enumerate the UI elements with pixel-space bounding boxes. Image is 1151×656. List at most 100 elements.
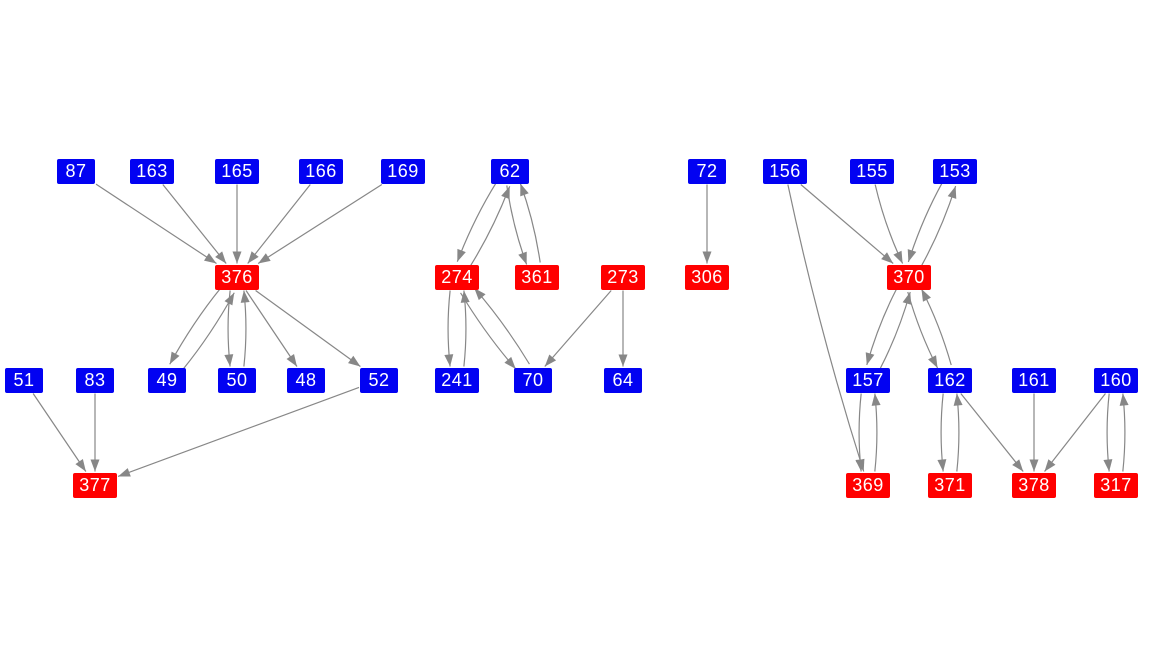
- edge-274-62: [470, 186, 511, 266]
- edge-369-157: [871, 393, 881, 472]
- arrowhead-icon: [457, 248, 466, 262]
- edge-157-369: [855, 393, 865, 472]
- arrowhead-icon: [224, 354, 234, 367]
- graph-node-169: 169: [381, 158, 425, 184]
- graph-node-label: 70: [522, 370, 544, 390]
- arrowhead-icon: [1029, 459, 1039, 472]
- arrowhead-icon: [504, 356, 516, 369]
- arrowhead-icon: [907, 249, 917, 262]
- edge-169-376: [257, 183, 383, 265]
- graph-node-label: 370: [893, 267, 925, 287]
- arrowhead-icon: [1119, 393, 1129, 406]
- edge-161-378: [1029, 393, 1039, 472]
- graph-node-label: 371: [934, 475, 966, 495]
- graph-node-72: 72: [688, 158, 726, 184]
- graph-node-label: 156: [769, 161, 801, 181]
- arrowhead-icon: [544, 354, 557, 367]
- edge-163-376: [162, 184, 227, 264]
- graph-node-370: 370: [887, 264, 931, 290]
- edge-87-376: [95, 183, 217, 265]
- graph-node-label: 241: [441, 370, 473, 390]
- graph-node-155: 155: [850, 158, 894, 184]
- graph-node-378: 378: [1012, 472, 1056, 498]
- graph-node-165: 165: [215, 158, 259, 184]
- edge-317-160: [1119, 393, 1129, 472]
- edge-376-49: [169, 287, 222, 365]
- graph-node-153: 153: [933, 158, 977, 184]
- arrowhead-icon: [1103, 459, 1113, 472]
- graph-node-label: 166: [305, 161, 337, 181]
- edge-273-70: [544, 290, 612, 367]
- edge-370-153: [921, 185, 957, 266]
- edge-62-274: [456, 182, 497, 262]
- graph-node-label: 274: [441, 267, 473, 287]
- graph-node-label: 153: [939, 161, 971, 181]
- edge-274-241: [444, 290, 454, 367]
- graph-node-label: 376: [221, 267, 253, 287]
- graph-node-369: 369: [846, 472, 890, 498]
- edge-376-48: [245, 290, 298, 367]
- graph-node-label: 377: [79, 475, 111, 495]
- edge-371-162: [953, 393, 963, 472]
- graph-node-62: 62: [491, 158, 529, 184]
- graph-node-label: 160: [1100, 370, 1132, 390]
- edge-52-377: [117, 386, 360, 478]
- arrowhead-icon: [203, 253, 217, 264]
- edge-162-370: [920, 288, 952, 366]
- arrowhead-icon: [1012, 459, 1024, 472]
- graph-node-label: 162: [934, 370, 966, 390]
- arrowhead-icon: [937, 459, 947, 472]
- graph-node-274: 274: [435, 264, 479, 290]
- edge-162-371: [937, 393, 947, 472]
- edge-157-370: [879, 291, 912, 369]
- graph-node-label: 50: [226, 370, 248, 390]
- arrowhead-icon: [460, 290, 470, 303]
- graph-node-label: 64: [612, 370, 634, 390]
- graph-node-51: 51: [5, 367, 43, 393]
- graph-node-label: 306: [691, 267, 723, 287]
- graph-node-label: 273: [607, 267, 639, 287]
- edge-166-376: [247, 184, 311, 264]
- graph-node-64: 64: [604, 367, 642, 393]
- arrowhead-icon: [286, 354, 297, 367]
- graph-node-label: 361: [521, 267, 553, 287]
- graph-node-156: 156: [763, 158, 807, 184]
- edge-160-378: [1044, 393, 1106, 472]
- edge-155-370: [874, 184, 904, 264]
- arrowhead-icon: [474, 288, 486, 301]
- graph-node-label: 87: [65, 161, 87, 181]
- edge-376-50: [224, 290, 234, 367]
- edge-62-361: [506, 185, 528, 265]
- graph-node-160: 160: [1094, 367, 1138, 393]
- edge-274-70: [460, 292, 517, 370]
- graph-node-label: 52: [368, 370, 390, 390]
- graph-node-241: 241: [435, 367, 479, 393]
- graph-node-163: 163: [130, 158, 174, 184]
- edge-70-274: [473, 287, 530, 365]
- graph-node-83: 83: [76, 367, 114, 393]
- edge-165-376: [232, 184, 242, 264]
- graph-node-273: 273: [601, 264, 645, 290]
- edge-376-52: [255, 290, 361, 367]
- graph-node-317: 317: [1094, 472, 1138, 498]
- graph-node-label: 169: [387, 161, 419, 181]
- edge-370-157: [865, 288, 898, 366]
- edge-156-369: [787, 184, 865, 472]
- arrowhead-icon: [118, 468, 131, 477]
- graph-node-label: 161: [1018, 370, 1050, 390]
- arrowhead-icon: [258, 253, 271, 264]
- arrowhead-icon: [90, 459, 100, 472]
- edge-273-64: [618, 290, 628, 367]
- edge-156-370: [800, 184, 894, 264]
- graph-node-162: 162: [928, 367, 972, 393]
- graph-node-label: 157: [852, 370, 884, 390]
- arrowhead-icon: [215, 251, 227, 264]
- graph-node-label: 317: [1100, 475, 1132, 495]
- graph-node-label: 48: [295, 370, 317, 390]
- edge-162-378: [960, 393, 1024, 472]
- graph-node-label: 378: [1018, 475, 1050, 495]
- arrowhead-icon: [444, 354, 454, 367]
- arrowhead-icon: [865, 352, 875, 366]
